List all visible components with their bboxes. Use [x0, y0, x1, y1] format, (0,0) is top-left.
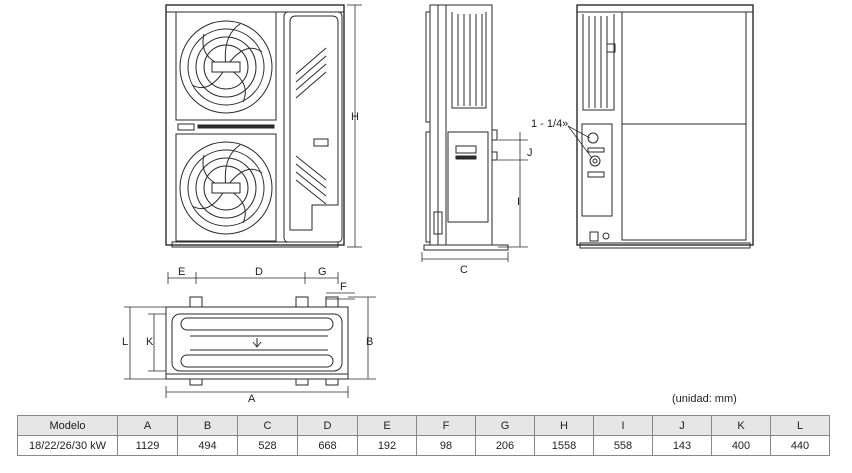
- label-b: B: [366, 336, 373, 348]
- label-d: D: [255, 266, 263, 278]
- table-header-cell: I: [593, 415, 653, 436]
- table-header-cell: A: [117, 415, 178, 436]
- table-cell: 206: [475, 435, 535, 456]
- rear-view: [576, 4, 754, 249]
- table-cell: 192: [357, 435, 417, 456]
- label-i: I: [517, 196, 520, 208]
- table-header-cell: L: [770, 415, 830, 436]
- front-dim-h: [347, 4, 362, 248]
- label-a: A: [248, 393, 256, 405]
- label-g: G: [318, 266, 327, 278]
- label-c: C: [460, 264, 468, 276]
- table-cell: 18/22/26/30 kW: [17, 435, 118, 456]
- table-cell: 558: [593, 435, 653, 456]
- fan-guard-lower: [179, 141, 273, 235]
- top-dims: [124, 272, 376, 398]
- table-header-cell: B: [177, 415, 238, 436]
- label-h: H: [351, 111, 359, 123]
- label-k: K: [146, 336, 154, 348]
- fan-guard-upper: [179, 20, 273, 114]
- table-header-cell: E: [357, 415, 417, 436]
- table-cell: 668: [297, 435, 358, 456]
- table-header-cell: C: [237, 415, 298, 436]
- table-header-cell: K: [711, 415, 771, 436]
- table-cell: 440: [770, 435, 830, 456]
- side-view: [423, 4, 509, 251]
- table-row: 18/22/26/30 kW 1129 494 528 668 192 98 2…: [17, 435, 830, 456]
- table-cell: 98: [416, 435, 476, 456]
- label-e: E: [178, 266, 185, 278]
- label-j: J: [527, 147, 533, 159]
- table-cell: 494: [177, 435, 238, 456]
- table-cell: 143: [652, 435, 712, 456]
- table-cell: 1558: [534, 435, 594, 456]
- label-f: F: [340, 281, 347, 293]
- table-header-cell: F: [416, 415, 476, 436]
- label-l: L: [122, 336, 128, 348]
- table-cell: 400: [711, 435, 771, 456]
- table-cell: 528: [237, 435, 298, 456]
- front-view: [165, 4, 345, 248]
- dimensions-table: Modelo A B C D E F G H I J K L 18/22/26/…: [17, 415, 830, 456]
- side-dim-c: [421, 252, 509, 262]
- table-header-cell: Modelo: [17, 415, 118, 436]
- table-cell: 1129: [117, 435, 178, 456]
- label-pipe: 1 - 1/4»: [531, 118, 568, 130]
- top-view: [165, 296, 349, 386]
- unit-note: (unidad: mm): [672, 393, 737, 405]
- table-header-cell: D: [297, 415, 358, 436]
- table-header-cell: H: [534, 415, 594, 436]
- rear-pipe-leader: [567, 125, 593, 159]
- table-header-row: Modelo A B C D E F G H I J K L: [17, 415, 830, 436]
- table-header-cell: G: [475, 415, 535, 436]
- dim-j-i: [498, 132, 528, 248]
- table-header-cell: J: [652, 415, 712, 436]
